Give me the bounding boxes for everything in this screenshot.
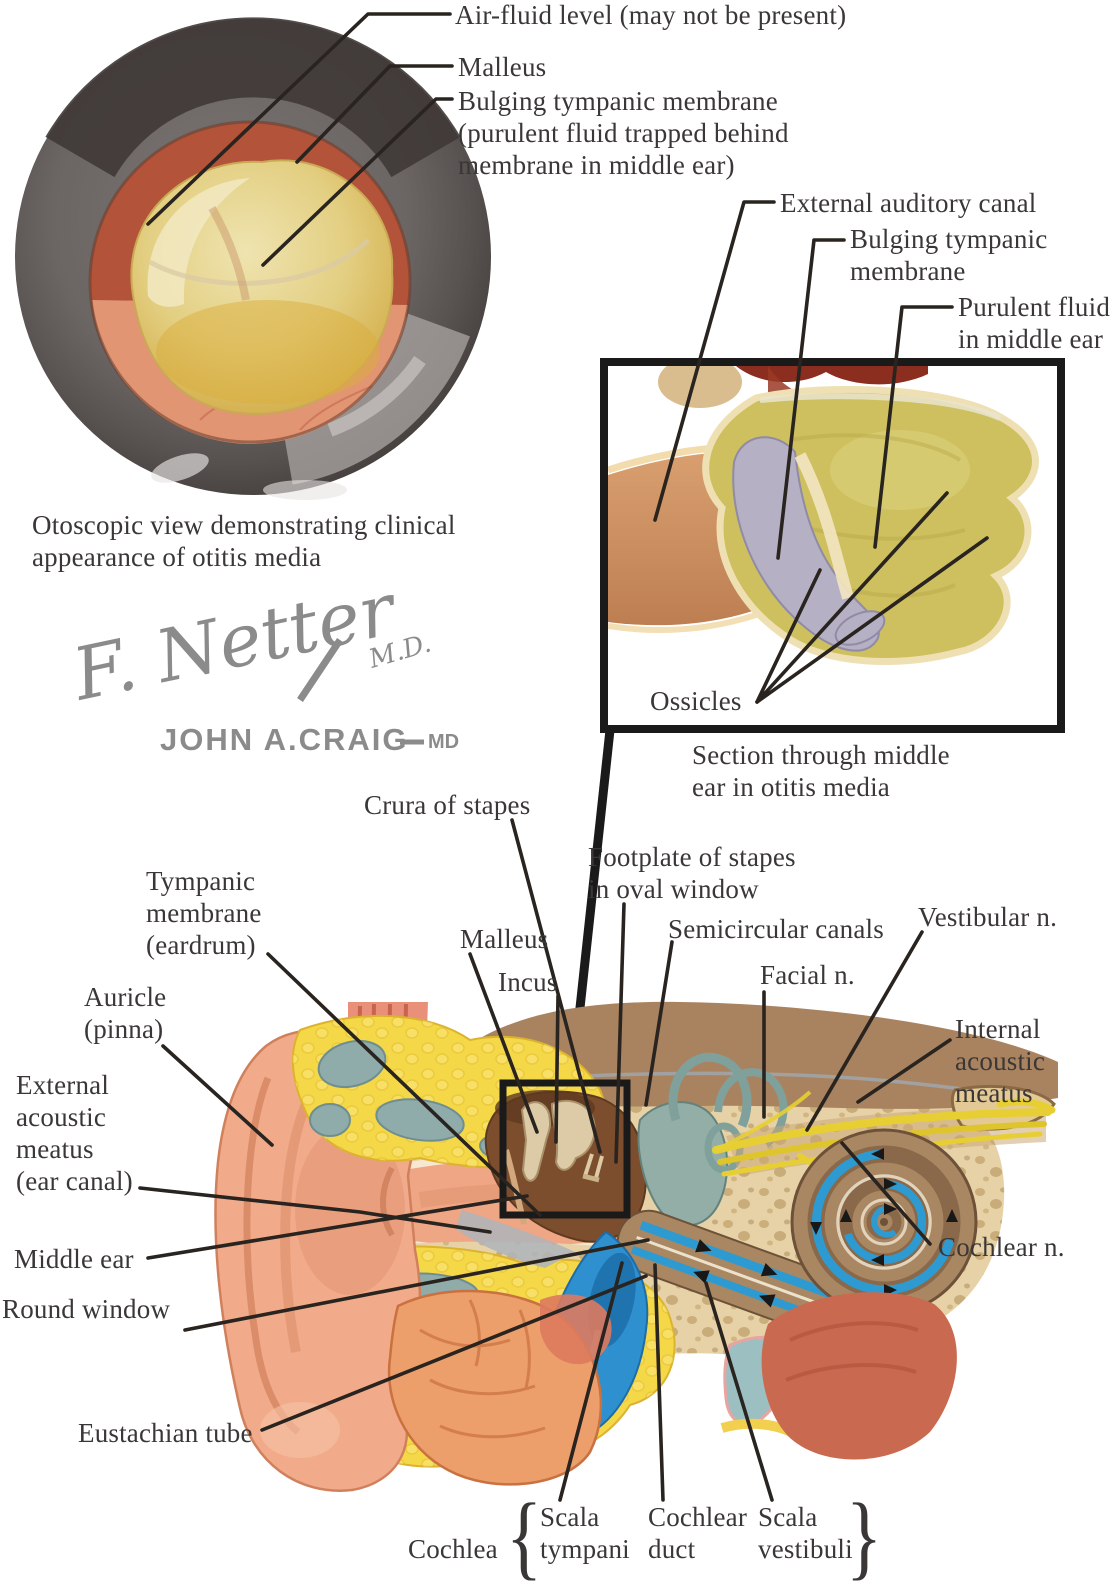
leader-semicircular — [644, 940, 674, 1107]
cochlea-brace-right: } — [846, 1485, 883, 1586]
label-external-auditory-canal: External auditory canal — [780, 188, 1037, 218]
label-auricle: Auricle (pinna) — [84, 982, 167, 1044]
signature-craig-md: MD — [428, 731, 459, 753]
label-semicircular-canals: Semicircular canals — [668, 914, 884, 944]
leader-internal-acoustic — [856, 1038, 952, 1104]
leader-bulging-tm-top — [261, 97, 454, 267]
leader-malleus-main — [468, 952, 539, 1134]
leader-scala-tympani — [558, 1261, 624, 1502]
ossicle-zoom-box — [499, 1079, 631, 1219]
leader-round-window — [183, 1238, 650, 1332]
label-scala-vestibuli: Scala vestibuli — [758, 1502, 853, 1564]
label-vestibular-n: Vestibular n. — [918, 902, 1058, 932]
signature-netter: F. Netter — [64, 566, 405, 717]
leader-footplate — [614, 902, 626, 1164]
ear-cross-section — [214, 1001, 1058, 1492]
label-facial-n: Facial n. — [760, 960, 855, 990]
label-bulging-tm-section: Bulging tympanic membrane — [850, 224, 1048, 286]
label-eustachian-tube: Eustachian tube — [78, 1418, 253, 1448]
leader-eustachian — [260, 1274, 648, 1432]
label-middle-ear: Middle ear — [14, 1244, 134, 1274]
label-bulging-tm-otoscope: Bulging tympanic membrane (purulent flui… — [458, 86, 789, 180]
label-malleus-otoscope: Malleus — [458, 52, 547, 82]
label-external-acoustic-meatus: External acoustic meatus (ear canal) — [16, 1070, 133, 1196]
label-round-window: Round window — [2, 1294, 171, 1324]
label-cochlea: Cochlea — [408, 1534, 498, 1564]
leader-external-auditory-canal — [653, 200, 776, 522]
leader-air-fluid — [146, 12, 452, 226]
leader-incus — [554, 994, 560, 1144]
label-cochlear-n: Cochlear n. — [938, 1232, 1065, 1262]
signature-craig: JOHN A.CRAIG — [160, 722, 408, 757]
label-malleus-main: Malleus — [460, 924, 549, 954]
leader-lines — [138, 12, 989, 1502]
artist-signature: F. Netter M.D. JOHN A.CRAIG MD — [64, 566, 459, 757]
label-footplate: Footplate of stapes in oval window — [588, 842, 796, 904]
label-incus: Incus — [498, 967, 558, 997]
leader-crura — [510, 818, 602, 1154]
leader-cochlear-duct — [653, 1263, 665, 1502]
leader-cochlear-n — [840, 1141, 932, 1246]
otoscope-view — [15, 17, 491, 500]
label-tympanic-membrane: Tympanic membrane (eardrum) — [146, 866, 262, 960]
leader-middle-ear — [146, 1194, 529, 1260]
label-crura-of-stapes: Crura of stapes — [364, 790, 531, 820]
leader-bulging-tm-section — [776, 238, 846, 560]
leader-external-acoustic — [138, 1186, 492, 1234]
leader-ossicles-b — [755, 536, 989, 704]
otoscope-caption: Otoscopic view demonstrating clinical ap… — [32, 510, 456, 572]
label-purulent-fluid: Purulent fluid in middle ear — [958, 292, 1111, 354]
leader-auricle — [161, 1044, 274, 1147]
leader-scala-vestibuli — [704, 1281, 774, 1502]
label-ossicles: Ossicles — [650, 686, 742, 716]
label-internal-acoustic-meatus: Internal acoustic meatus — [955, 1014, 1046, 1108]
label-scala-tympani: Scala tympani — [540, 1502, 630, 1564]
leader-tympanic-membrane — [266, 952, 542, 1217]
leader-vestibular-n — [805, 930, 924, 1132]
leader-malleus-top — [295, 64, 454, 164]
middle-ear-section — [600, 358, 1065, 733]
cochlea-brace-left: { — [506, 1485, 543, 1586]
cochlea-spiral — [790, 1128, 978, 1316]
leader-purulent-fluid — [873, 305, 954, 549]
section-caption: Section through middle ear in otitis med… — [692, 740, 950, 802]
label-cochlear-duct: Cochlear duct — [648, 1502, 748, 1564]
label-air-fluid-level: Air-fluid level (may not be present) — [455, 0, 847, 30]
section-frame — [600, 358, 1065, 733]
